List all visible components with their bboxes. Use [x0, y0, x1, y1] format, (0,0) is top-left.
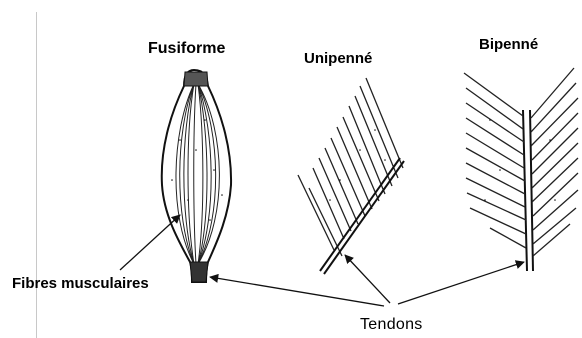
label-fusiforme: Fusiforme	[148, 40, 225, 58]
unipennate-tendon	[320, 158, 400, 271]
bipennate-muscle	[464, 68, 578, 271]
fusiform-muscle	[162, 70, 231, 282]
fusiform-top-tendon	[184, 72, 208, 86]
bipennate-left-fibres	[464, 73, 526, 248]
label-fibres-musculaires: Fibres musculaires	[12, 275, 149, 292]
label-tendons: Tendons	[360, 316, 423, 334]
bipennate-right-fibres	[531, 68, 578, 256]
tendon-arrow-fusiform	[210, 277, 384, 306]
tendon-arrow-unipennate	[345, 255, 390, 303]
fusiform-bottom-tendon	[190, 262, 208, 282]
fibres-arrow	[120, 215, 180, 270]
tendon-arrow-bipennate	[398, 262, 524, 304]
unipennate-muscle	[298, 78, 404, 274]
label-unipenne: Unipenné	[304, 50, 372, 67]
label-bipenne: Bipenné	[479, 36, 538, 53]
